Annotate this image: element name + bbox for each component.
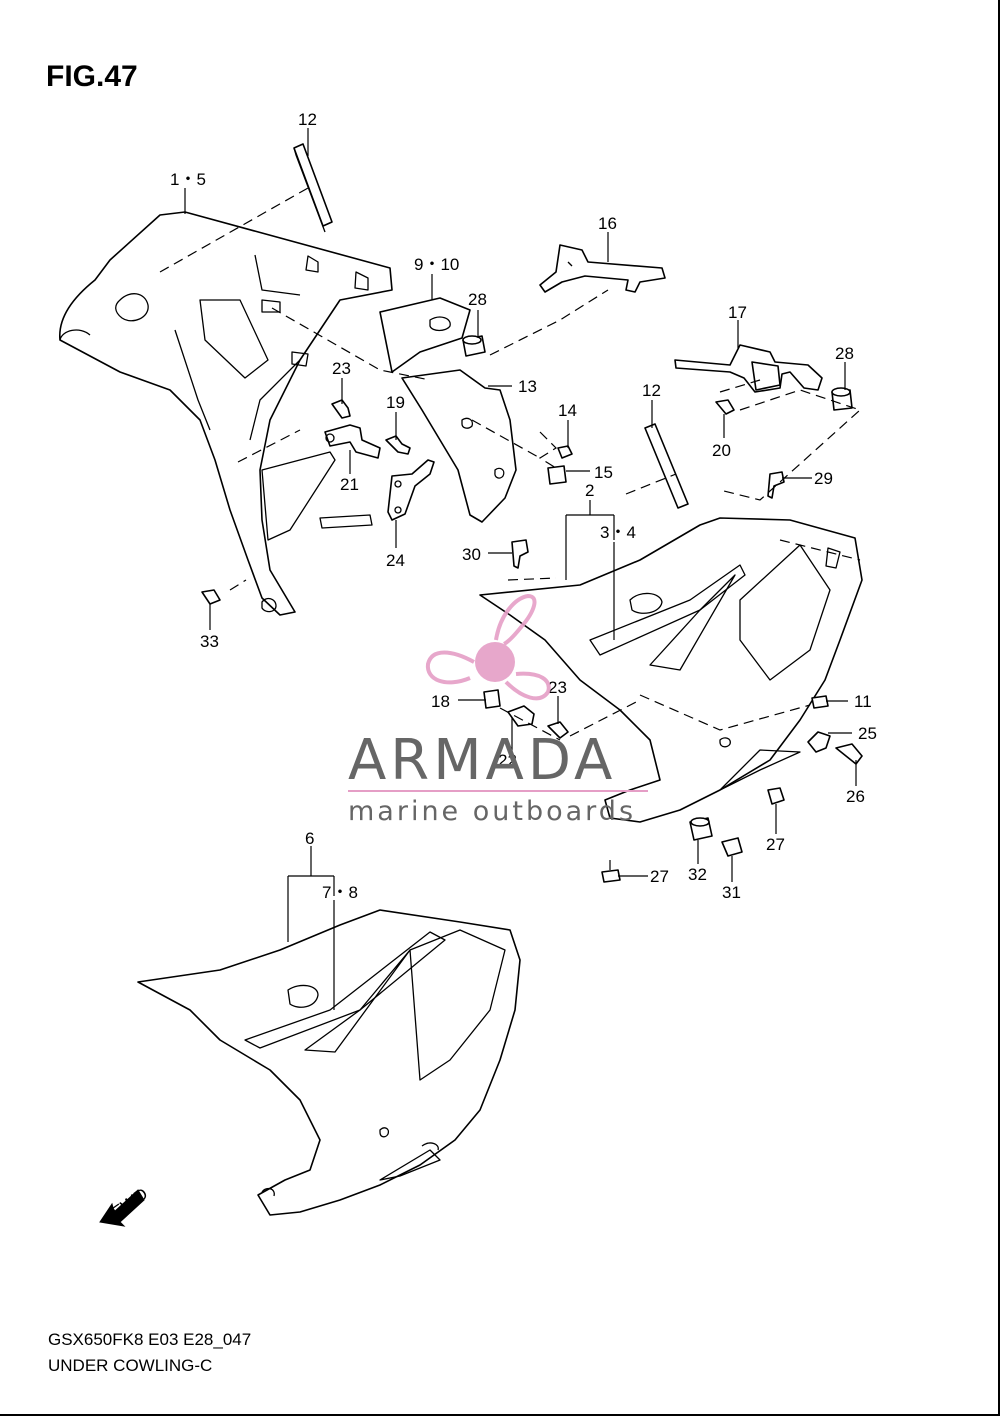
callout-17: 17 [728, 303, 747, 322]
callout-23: 23 [548, 678, 567, 697]
callout-27: 27 [650, 867, 669, 886]
watermark-propeller-logo [425, 593, 551, 701]
cap-11 [811, 695, 829, 709]
callout-9-10: 9・10 [414, 255, 459, 274]
diagram-code: GSX650FK8 E03 E28_047 [48, 1330, 252, 1349]
callout-20: 20 [712, 441, 731, 460]
callout-21: 21 [340, 475, 359, 494]
callout-2: 2 [585, 481, 594, 500]
bracket-21 [324, 424, 381, 459]
bracket-17 [674, 344, 823, 393]
rubber-strip-12-left [293, 143, 333, 233]
callout-12: 12 [298, 110, 317, 129]
callout-29: 29 [814, 469, 833, 488]
clip-27-right [767, 787, 785, 805]
inner-panel-13 [401, 369, 517, 523]
fwd-label: FWD [109, 1184, 152, 1222]
clip-15 [547, 465, 567, 485]
callout-23: 23 [332, 359, 351, 378]
dashed-assembly-lines [159, 187, 862, 741]
bracket-22 [507, 705, 535, 727]
callout-1-5: 1・5 [170, 170, 206, 189]
callout-labels: 12 1・5 9・10 28 16 17 28 23 19 13 14 20 1… [170, 110, 877, 902]
bolt-23-lower [547, 721, 569, 739]
callout-28: 28 [468, 290, 487, 309]
screw-14 [557, 445, 573, 459]
callout-26: 26 [846, 787, 865, 806]
callout-18: 18 [431, 692, 450, 711]
callout-6: 6 [305, 829, 314, 848]
bolt-19 [385, 435, 411, 455]
bolt-26 [835, 743, 863, 765]
callout-22: 22 [498, 751, 517, 770]
callout-30: 30 [462, 545, 481, 564]
callout-33: 33 [200, 632, 219, 651]
watermark-divider [348, 790, 648, 792]
callout-25: 25 [858, 724, 877, 743]
callout-14: 14 [558, 401, 577, 420]
screw-29 [767, 471, 785, 499]
grommet-32 [689, 817, 713, 841]
fwd-arrow: FWD [99, 1184, 152, 1227]
callout-15: 15 [594, 463, 613, 482]
clip-18 [483, 689, 501, 709]
clip-27-lower [601, 860, 621, 883]
callout-7-8: 7・8 [322, 883, 358, 902]
figure-title: FIG.47 [46, 60, 138, 93]
watermark-name: ARMADA [348, 728, 617, 793]
diagram-name: UNDER COWLING-C [48, 1356, 213, 1375]
bracket-24 [387, 459, 435, 521]
bolt-23-upper [331, 399, 351, 419]
callout-24: 24 [386, 551, 405, 570]
bolt-31 [721, 837, 743, 857]
leader-lines [184, 128, 857, 1010]
callout-16: 16 [598, 214, 617, 233]
callout-32: 32 [688, 865, 707, 884]
cushion-plate-9-10 [379, 297, 471, 373]
rubber-strip-12-right [644, 423, 689, 509]
bolt-20 [715, 399, 735, 415]
bracket-25 [807, 731, 831, 753]
bracket-16 [539, 244, 666, 293]
callout-28: 28 [835, 344, 854, 363]
screw-30 [511, 539, 529, 569]
callout-31: 31 [722, 883, 741, 902]
bolt-33 [201, 589, 221, 605]
callout-27: 27 [766, 835, 785, 854]
watermark-subtitle: marine outboards [348, 796, 637, 827]
callout-12: 12 [642, 381, 661, 400]
callout-11: 11 [854, 692, 872, 711]
inner-cowling-left [59, 211, 393, 616]
callout-3-4: 3・4 [600, 523, 636, 542]
under-cowling-lower [137, 909, 521, 1216]
callout-19: 19 [386, 393, 405, 412]
grommet-28-left [462, 335, 486, 357]
callout-13: 13 [518, 377, 537, 396]
